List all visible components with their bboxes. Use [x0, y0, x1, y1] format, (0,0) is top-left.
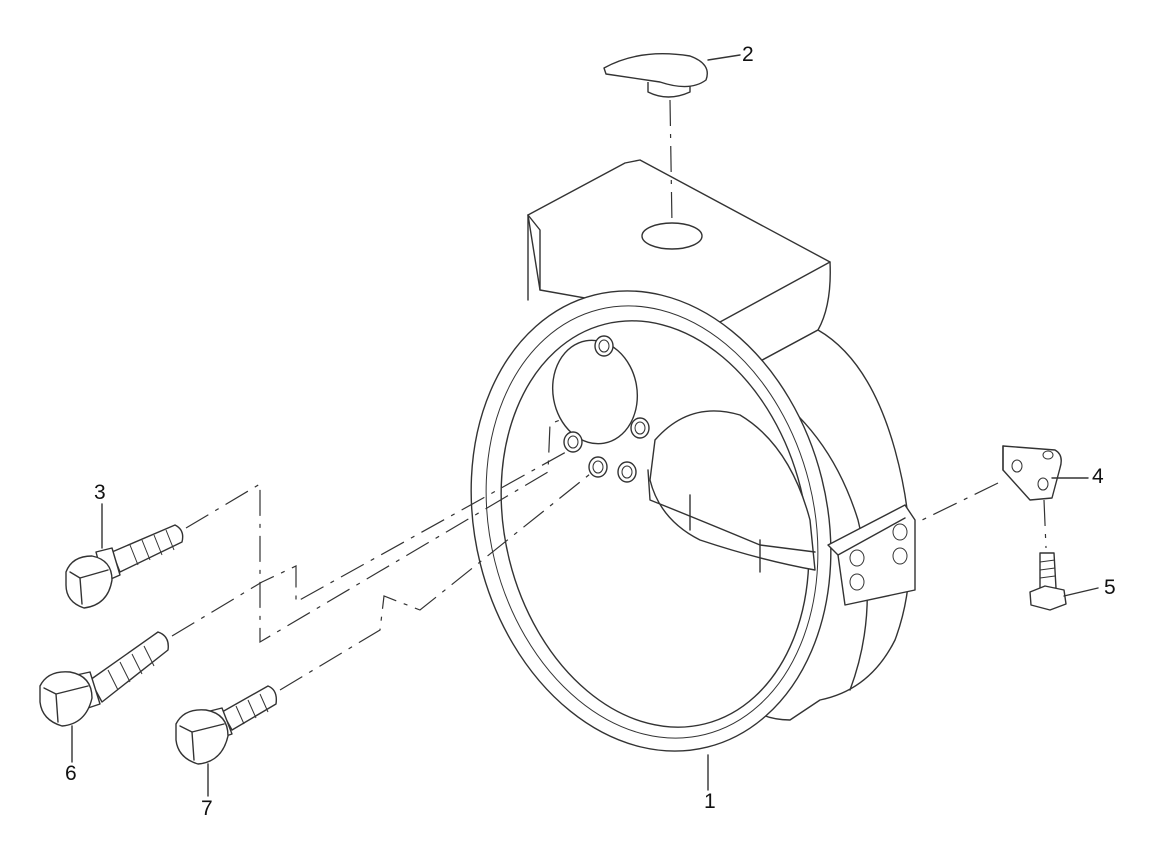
leader-lines [71, 54, 1099, 797]
callout-3: 3 [94, 481, 106, 504]
inspection-window [649, 410, 816, 571]
bracket-centerline [915, 482, 999, 524]
flywheel-housing [470, 159, 916, 752]
oil-filler-hole [641, 222, 703, 250]
callout-4: 4 [1092, 465, 1104, 488]
cap-centerline [669, 99, 673, 226]
bolt7-centerline [279, 473, 591, 691]
callout-1: 1 [704, 790, 716, 813]
callout-7: 7 [201, 797, 213, 820]
bracket [1002, 445, 1062, 501]
cap-knob [603, 53, 708, 88]
bolt3-centerline [185, 419, 561, 644]
bolt6-centerline [171, 451, 567, 637]
bolt-5 [1029, 552, 1067, 611]
callout-5: 5 [1104, 576, 1116, 599]
callout-2: 2 [742, 43, 754, 66]
oil-filler-cap [603, 53, 708, 98]
bolt5-centerline [1043, 499, 1047, 549]
bolt-7 [175, 685, 278, 765]
bolt-3 [65, 524, 184, 609]
bolt-6 [39, 631, 169, 727]
housing-flange-ring [485, 305, 819, 739]
callout-6: 6 [65, 762, 77, 785]
starter-opening [551, 339, 639, 445]
